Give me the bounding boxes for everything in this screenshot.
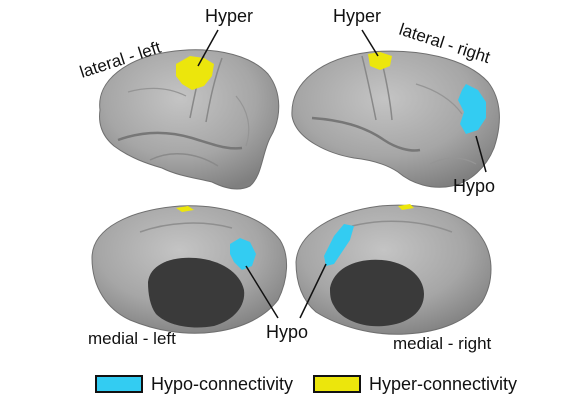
hypo-swatch [95,375,143,393]
label-hypo-medial: Hypo [266,322,308,342]
brain-medial-left [91,205,288,334]
legend-label-hyper: Hyper-connectivity [369,373,518,394]
leader-hypo-medial-right [299,263,327,319]
label-hyper-left: Hyper [205,6,253,26]
hypo-blob-lateral-right [458,84,486,134]
leader-hyper-left [197,29,219,67]
label-medial-right: medial - right [393,334,492,353]
leader-hypo-right [475,135,487,173]
label-hyper-right: Hyper [333,6,381,26]
legend-item-hyper: Hyper-connectivity [313,372,517,396]
hyper-blob-lateral-right [368,52,392,70]
brain-lateral-right [291,50,500,188]
medial-wall-left [148,257,245,328]
hyper-blob-medial-left [176,206,194,212]
leader-hyper-right [361,29,379,57]
hyper-swatch [313,375,361,393]
label-medial-left: medial - left [88,329,176,348]
hypo-blob-medial-right [324,224,354,266]
brain-lateral-left [99,49,280,190]
legend-label-hypo: Hypo-connectivity [151,373,294,394]
hyper-blob-medial-right [398,204,414,210]
medial-wall-right [330,259,424,327]
legend-item-hypo: Hypo-connectivity [95,372,293,396]
hypo-blob-medial-left [230,238,256,270]
leader-hypo-medial-left [245,265,279,319]
label-hypo-right: Hypo [453,176,495,196]
legend: Hypo-connectivity Hyper-connectivity [0,366,580,400]
hyper-blob-lateral-left [176,56,214,90]
brain-medial-right [295,204,492,335]
